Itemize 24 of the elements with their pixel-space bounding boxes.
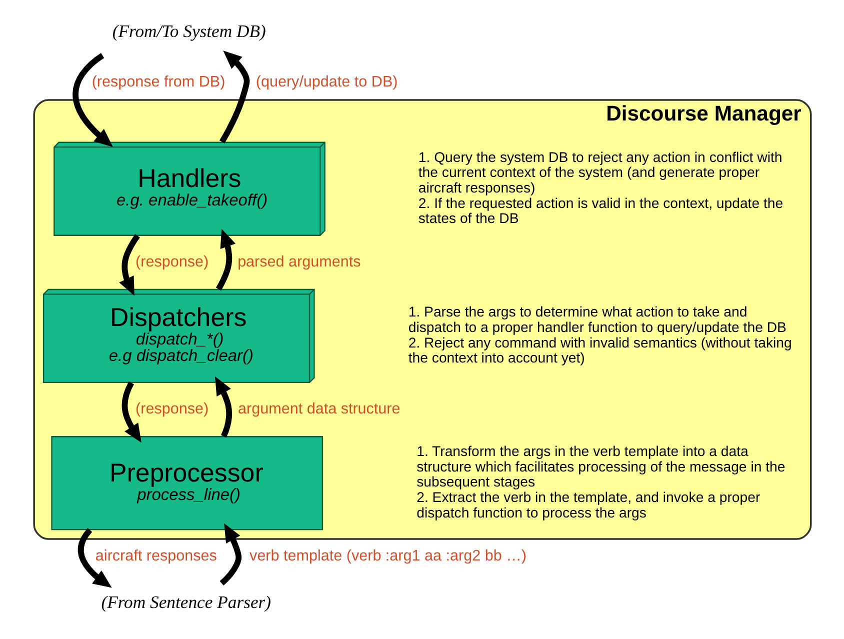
node-text: (From/To System DB) bbox=[112, 21, 266, 42]
arrow bbox=[118, 234, 140, 296]
edge-label: verb template (verb :arg1 aa :arg2 bb …) bbox=[249, 548, 526, 565]
node-label: 2. Reject any command with invalid semantics (without taking the context into account yet) bbox=[408, 334, 792, 366]
edge-label: aircraft responses bbox=[94, 548, 216, 565]
edge-label: (response) bbox=[135, 400, 208, 418]
arrow bbox=[121, 381, 141, 443]
node-label: 1. Query the system DB to reject any action in conflict with the current context of the system (and generate proper aircraft responses) bbox=[418, 148, 782, 196]
node-label: 2. If the requested action is valid in the context, update the states of the DB bbox=[418, 194, 783, 226]
edge-label: parsed arguments bbox=[237, 253, 360, 270]
node-label: 1. Transform the args in the verb template into a data structure which facilitates processing of the message in the subsequent stages bbox=[416, 443, 785, 490]
edge-label: (query/update to DB) bbox=[255, 73, 398, 90]
arrow bbox=[215, 228, 236, 291]
edge-label: argument data structure bbox=[238, 400, 400, 418]
node-label: 2. Extract the verb in the template, and invoke a proper dispatch function to process the args bbox=[416, 489, 760, 520]
arrow bbox=[218, 50, 250, 144]
edge-label: (response) bbox=[135, 253, 208, 270]
node-box: Preprocessor process_line() bbox=[50, 436, 323, 530]
arrow bbox=[214, 376, 232, 438]
edge-label: (response from DB) bbox=[91, 73, 225, 90]
arrow bbox=[219, 523, 242, 586]
node-text: (From Sentence Parser) bbox=[100, 592, 271, 612]
arrow bbox=[72, 52, 112, 147]
node-label: 1. Parse the args to determine what action to take and dispatch to a proper handler function to query/update the DB bbox=[408, 304, 786, 335]
